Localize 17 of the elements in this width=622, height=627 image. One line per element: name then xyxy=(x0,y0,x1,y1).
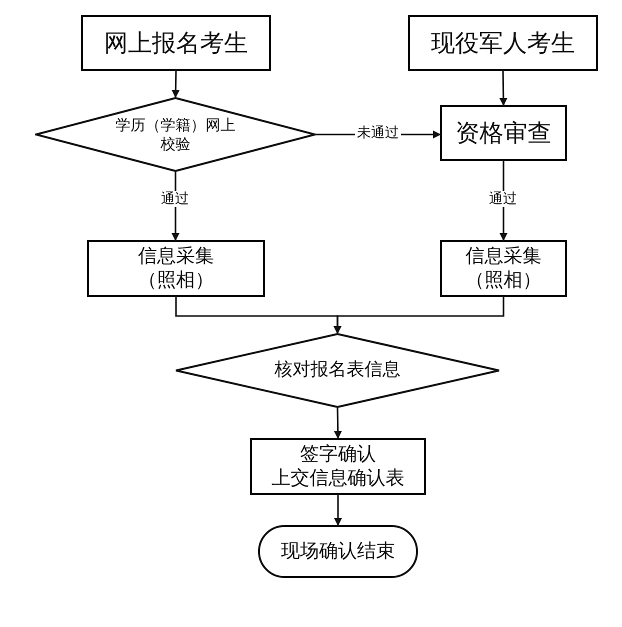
arrow xyxy=(499,70,508,106)
decision-diamond: 学历（学籍）网上校验 xyxy=(35,97,316,172)
edge-label: 通过 xyxy=(159,190,191,208)
arrow xyxy=(334,297,504,334)
process-box: 信息采集（照相） xyxy=(87,240,265,297)
process-box: 现役军人考生 xyxy=(408,15,598,71)
process-box: 签字确认 上交信息确认表 xyxy=(250,438,426,495)
process-box: 信息采集（照相） xyxy=(440,240,567,297)
process-box: 网上报名考生 xyxy=(81,15,271,71)
arrow xyxy=(334,495,342,526)
terminal-pill: 现场确认结束 xyxy=(258,525,418,578)
process-box: 资格审查 xyxy=(440,105,567,161)
arrow xyxy=(172,70,180,98)
edge-label: 未通过 xyxy=(355,124,401,142)
edge-label: 通过 xyxy=(487,190,519,208)
decision-diamond: 核对报名表信息 xyxy=(175,333,500,408)
arrow xyxy=(334,408,342,439)
